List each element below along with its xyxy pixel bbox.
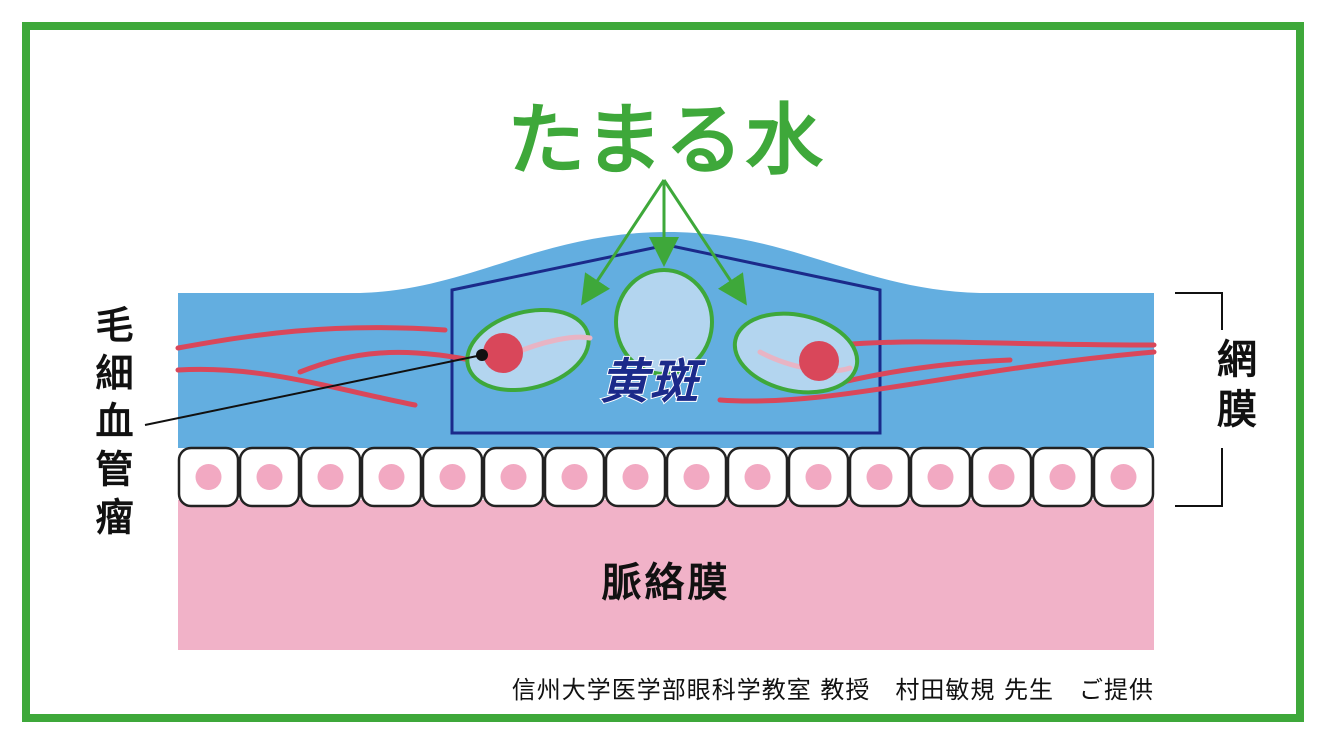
aneurysm-left [483, 333, 523, 373]
vessel-left-2 [175, 366, 418, 408]
cell-nucleus [927, 464, 954, 490]
cell-nucleus [500, 464, 527, 490]
cell-nucleus [866, 464, 893, 490]
vessel-left-1 [175, 325, 448, 351]
capillary-vessels [175, 325, 1157, 408]
retina-label: 網膜 [1210, 338, 1256, 438]
aneurysm-leader-line [144, 354, 483, 426]
diagram-title: たまる水 [507, 96, 825, 186]
arrow-left [581, 179, 666, 306]
aneurysm-leader-dot [476, 349, 488, 361]
cell-nucleus [256, 464, 283, 490]
cell-nucleus [988, 464, 1015, 490]
macula-outline [450, 243, 882, 435]
cell-nucleus [1049, 464, 1076, 490]
cell-nucleus [805, 464, 832, 490]
aneurysm-label: 毛細血管瘤 [89, 305, 133, 545]
cell-nucleus [378, 464, 405, 490]
choroid-label: 脈絡膜 [601, 560, 731, 606]
cell-nucleus [683, 464, 710, 490]
cell-nucleus [561, 464, 588, 490]
fluid-pockets [465, 268, 860, 395]
cell-nucleus [317, 464, 344, 490]
retina-bracket [1175, 292, 1223, 507]
cell-nucleus [744, 464, 771, 490]
vessel-left-3 [297, 349, 483, 375]
choroid-layer [178, 500, 1154, 650]
vessel-right-1 [717, 349, 1157, 404]
aneurysm-right [799, 341, 839, 381]
outer-frame [22, 22, 1304, 722]
vessel-right-3 [827, 357, 1013, 388]
cell-nucleus [622, 464, 649, 490]
fluid-center [614, 268, 714, 376]
cell-nucleus [195, 464, 222, 490]
credit-text: 信州大学医学部眼科学教室 教授 村田敏規 先生 ご提供 [511, 676, 1154, 704]
cell-nucleus [439, 464, 466, 490]
macula-label: 黄斑 [599, 353, 701, 411]
arrow-right [662, 179, 747, 306]
epithelium-cells [177, 446, 1155, 508]
fluid-arrows [581, 179, 747, 306]
vessel-right-2 [837, 339, 1157, 348]
cell-nucleus [1110, 464, 1137, 490]
